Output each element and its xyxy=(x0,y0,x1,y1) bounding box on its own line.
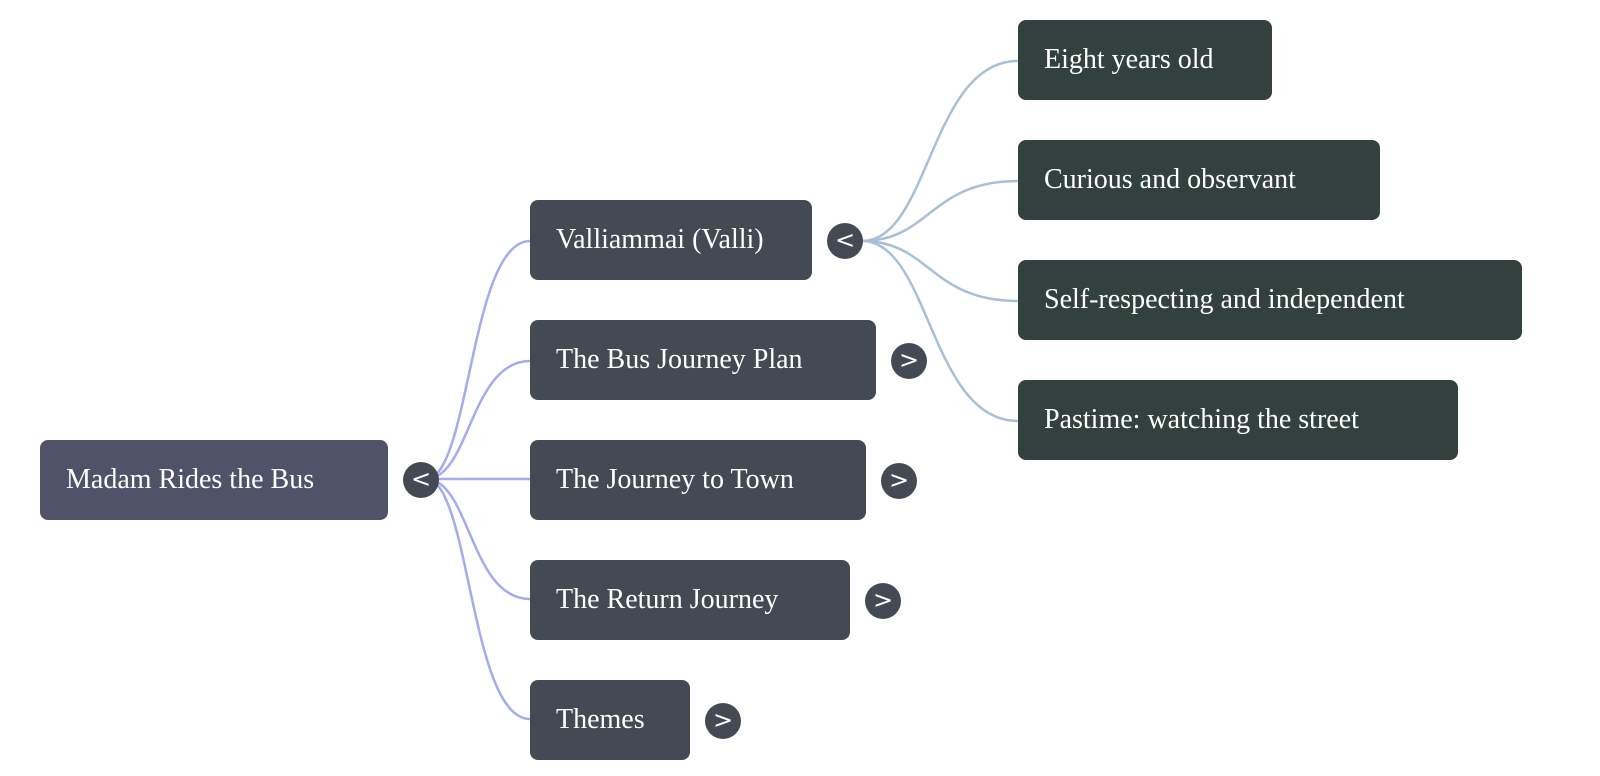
link-valliammai-curious xyxy=(861,179,1019,243)
leaf-node-pastime[interactable]: Pastime: watching the street xyxy=(1018,380,1458,460)
branch-node-bus-journey-plan[interactable]: The Bus Journey Plan xyxy=(530,320,876,400)
link-valliammai-pastime xyxy=(861,239,1019,423)
link-valliammai-self-respecting xyxy=(861,239,1019,303)
branch-node-valliammai[interactable]: Valliammai (Valli) xyxy=(530,200,812,280)
expand-journey-to-town-toggle[interactable]: > xyxy=(881,463,917,499)
expand-return-journey-toggle[interactable]: > xyxy=(865,583,901,619)
branch-node-return-journey[interactable]: The Return Journey xyxy=(530,560,850,640)
collapse-valliammai-toggle[interactable]: < xyxy=(827,223,863,259)
branch-node-themes[interactable]: Themes xyxy=(530,680,690,760)
link-root-return-journey xyxy=(425,477,531,601)
link-root-bus-journey-plan xyxy=(425,359,531,481)
collapse-root-toggle[interactable]: < xyxy=(403,462,439,498)
link-root-themes xyxy=(425,477,531,721)
link-valliammai-eight-years-old xyxy=(861,59,1019,243)
expand-bus-journey-plan-toggle[interactable]: > xyxy=(891,343,927,379)
expand-themes-toggle[interactable]: > xyxy=(705,703,741,739)
leaf-node-curious-observant[interactable]: Curious and observant xyxy=(1018,140,1380,220)
leaf-node-self-respecting[interactable]: Self-respecting and independent xyxy=(1018,260,1522,340)
leaf-node-eight-years-old[interactable]: Eight years old xyxy=(1018,20,1272,100)
root-node[interactable]: Madam Rides the Bus xyxy=(40,440,388,520)
link-root-valliammai xyxy=(425,239,531,481)
branch-node-journey-to-town[interactable]: The Journey to Town xyxy=(530,440,866,520)
